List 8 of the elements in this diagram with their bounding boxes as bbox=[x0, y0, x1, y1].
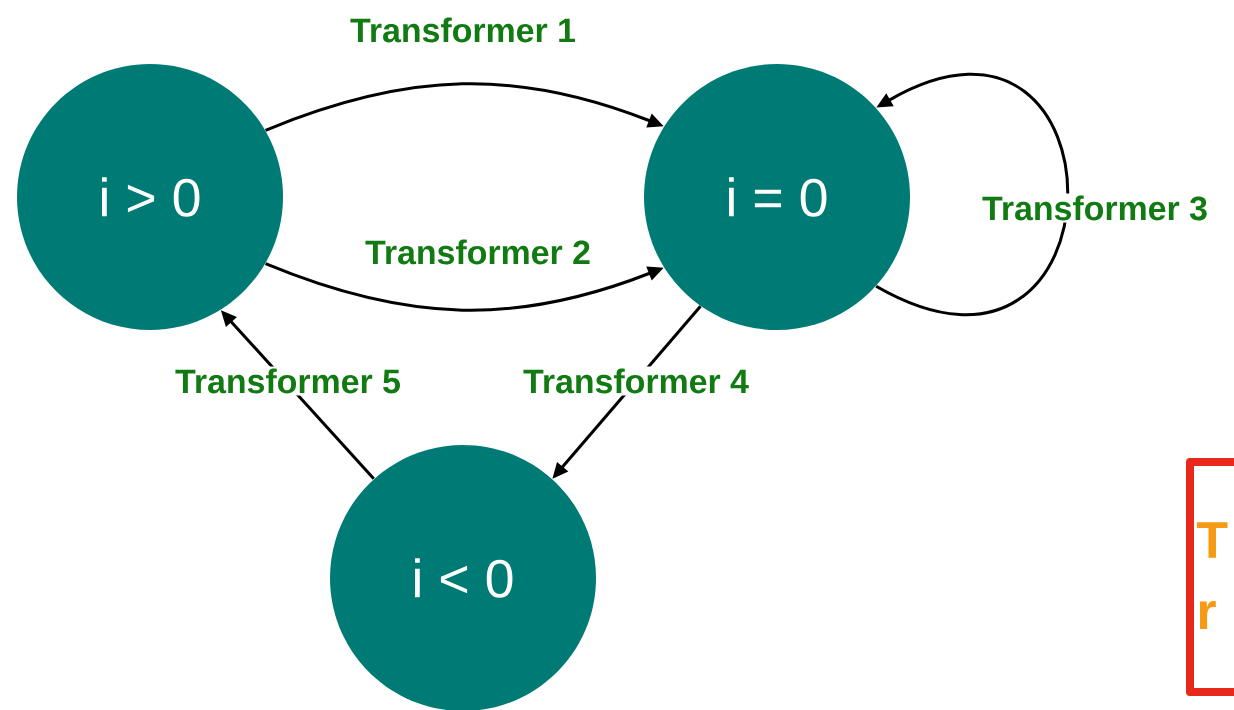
edge-label: Transformer 2 bbox=[363, 237, 593, 267]
edge-label: Transformer 1 bbox=[348, 15, 578, 45]
text-fragment: T bbox=[1197, 522, 1228, 558]
text-fragment: r bbox=[1199, 601, 1216, 629]
edge-label: Transformer 4 bbox=[521, 366, 751, 396]
edge-label: Transformer 3 bbox=[980, 193, 1210, 223]
edge-label: Transformer 5 bbox=[173, 366, 403, 396]
arrow bbox=[875, 74, 1069, 315]
